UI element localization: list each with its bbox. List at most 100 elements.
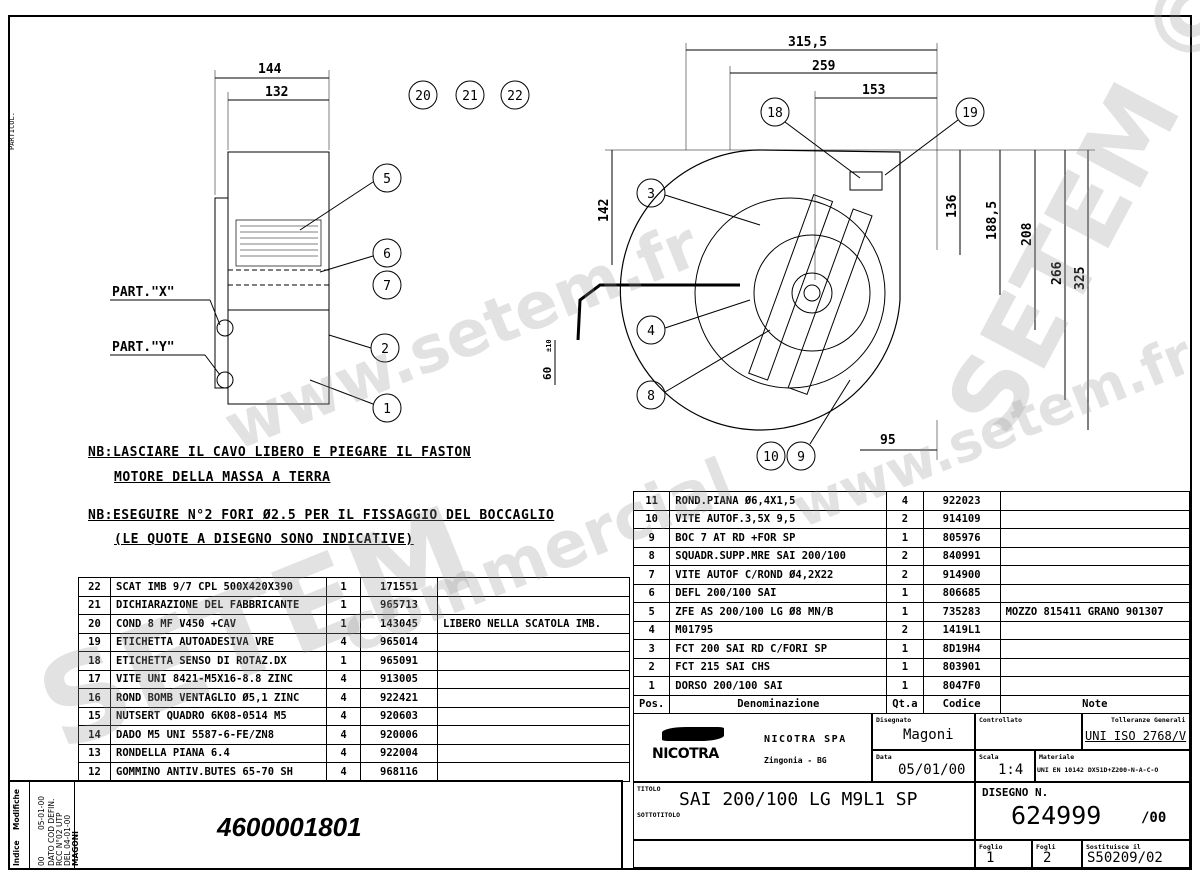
description-cell: Denominazione [669, 694, 888, 714]
description-cell: SCAT IMB 9/7 CPL 500X420X390 [110, 577, 327, 597]
scale-label: Scala [979, 753, 999, 761]
code-cell: 922004 [360, 743, 438, 763]
balloon-18: 18 [767, 106, 783, 121]
dim-142: 142 [597, 199, 612, 222]
designed-label: Disegnato [876, 716, 912, 724]
logo-block: NICOTRA NICOTRA SPA Zingonia - BG [633, 713, 872, 782]
scale-value: 1:4 [998, 762, 1024, 778]
drawing-number-field: DISEGNO N. 624999 /00 [975, 782, 1190, 840]
article-number: 4600001801 [217, 812, 362, 842]
revision-index: 00 [37, 856, 46, 866]
note-cell [437, 632, 630, 652]
note-cell: Note [999, 694, 1191, 714]
pos-cell: 20 [78, 614, 111, 634]
dim-144: 144 [258, 62, 282, 77]
description-cell: ETICHETTA SENSO DI ROTAZ.DX [110, 651, 327, 671]
note-cell [999, 509, 1191, 529]
code-cell: 8D19H4 [922, 639, 1001, 659]
description-cell: DADO M5 UNI 5587-6-FE/ZN8 [110, 725, 327, 745]
revision-block [8, 780, 623, 870]
note-1-line-1: NB:LASCIARE IL CAVO LIBERO E PIEGARE IL … [88, 445, 472, 460]
balloon-3: 3 [647, 187, 655, 202]
description-cell: ROND BOMB VENTAGLIO Ø5,1 ZINC [110, 688, 327, 708]
pos-cell: 21 [78, 595, 111, 615]
dim-188-5: 188,5 [985, 201, 1000, 240]
index-label: Indice [12, 840, 21, 866]
note-2-line-2: (LE QUOTE A DISEGNO SONO INDICATIVE) [114, 532, 414, 547]
description-cell: ZFE AS 200/100 LG Ø8 MN/B [669, 602, 888, 622]
side-balloons [299, 80, 530, 423]
note-cell [437, 743, 630, 763]
pos-cell: 3 [632, 639, 671, 659]
pos-cell: 17 [78, 669, 111, 689]
code-cell: 922023 [922, 491, 1001, 511]
note-cell [437, 706, 630, 726]
quantity-cell: 4 [326, 762, 361, 782]
dim-95: 95 [880, 433, 896, 448]
part-y-label: PART."Y" [112, 340, 175, 355]
quantity-cell: 4 [886, 491, 924, 511]
sheets-value: 2 [1043, 850, 1052, 866]
code-cell: 8047F0 [922, 676, 1001, 696]
description-cell: GOMMINO ANTIV.BUTES 65-70 SH [110, 762, 327, 782]
note-cell [999, 639, 1191, 659]
code-cell: 805976 [922, 528, 1001, 548]
description-cell: ROND.PIANA Ø6,4X1,5 [669, 491, 888, 511]
designed-value: Magoni [903, 727, 954, 743]
code-cell: 143045 [360, 614, 438, 634]
sheet-label: Foglio [979, 843, 1003, 851]
quantity-cell: 4 [326, 688, 361, 708]
balloon-5: 5 [383, 172, 391, 187]
title-label: TITOLO [637, 785, 661, 793]
code-cell: 806685 [922, 583, 1001, 603]
front-view [554, 43, 1095, 460]
balloon-1: 1 [383, 402, 391, 417]
description-cell: COND 8 MF V450 +CAV [110, 614, 327, 634]
quantity-cell: 2 [886, 620, 924, 640]
pos-cell: 16 [78, 688, 111, 708]
title-field: TITOLO SAI 200/100 LG M9L1 SP SOTTOTITOL… [633, 782, 975, 840]
dim-259: 259 [812, 59, 835, 74]
balloon-6: 6 [383, 247, 391, 262]
sheets-label: Fogli [1036, 843, 1056, 851]
note-cell [999, 491, 1191, 511]
pos-cell: 10 [632, 509, 671, 529]
balloon-19: 19 [962, 106, 978, 121]
nicotra-logo: NICOTRA [652, 746, 719, 762]
description-cell: NUTSERT QUADRO 6K08-0514 M5 [110, 706, 327, 726]
quantity-cell: 2 [886, 565, 924, 585]
description-cell: FCT 215 SAI CHS [669, 657, 888, 677]
description-cell: SQUADR.SUPP.MRE SAI 200/100 [669, 546, 888, 566]
pos-cell: 18 [78, 651, 111, 671]
quantity-cell: 1 [886, 639, 924, 659]
code-cell: 920603 [360, 706, 438, 726]
dim-266: 266 [1050, 261, 1065, 285]
revision-date: 05-01-00 [37, 795, 46, 830]
note-cell [437, 725, 630, 745]
code-cell: 914109 [922, 509, 1001, 529]
subtitle-label: SOTTOTITOLO [637, 811, 681, 819]
note-cell [999, 565, 1191, 585]
replaces-label: Sostituisce il [1086, 843, 1141, 851]
code-cell: 965713 [360, 595, 438, 615]
pos-cell: 14 [78, 725, 111, 745]
dim-208: 208 [1020, 222, 1035, 246]
description-cell: DEFL 200/100 SAI [669, 583, 888, 603]
description-cell: BOC 7 AT RD +FOR SP [669, 528, 888, 548]
code-cell: 803901 [922, 657, 1001, 677]
